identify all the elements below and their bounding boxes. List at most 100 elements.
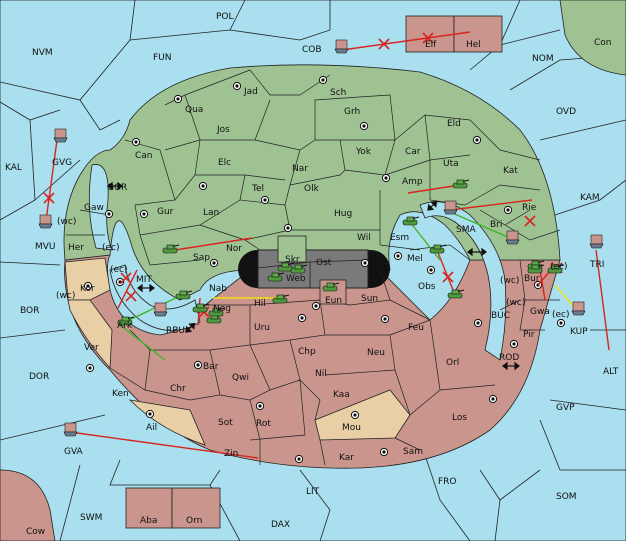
label-elf: Elf xyxy=(425,40,437,50)
tank-icon[interactable] xyxy=(267,272,285,282)
label-nog: Nog xyxy=(213,304,231,314)
tank-icon[interactable] xyxy=(322,282,340,292)
province-elf[interactable] xyxy=(405,15,455,53)
label-nor: Nor xyxy=(226,244,242,254)
ship-icon[interactable] xyxy=(334,39,349,54)
tank-icon[interactable] xyxy=(290,264,308,274)
sea-sma[interactable] xyxy=(419,201,507,361)
label-kor: Kor xyxy=(80,284,95,294)
province-ver[interactable] xyxy=(67,299,113,369)
tank-icon[interactable] xyxy=(208,307,226,317)
label-kaa: Kaa xyxy=(333,390,350,400)
tank-icon[interactable] xyxy=(117,316,135,326)
tank-icon[interactable] xyxy=(452,179,470,189)
x-mark-icon xyxy=(43,192,55,204)
label-kar: Kar xyxy=(339,453,354,463)
label-som: SOM xyxy=(556,492,577,502)
label-sch: Sch xyxy=(330,88,346,98)
order-move-sma-rie xyxy=(449,199,533,211)
order-move-gvg-mvu xyxy=(44,139,58,229)
tank-icon[interactable] xyxy=(175,290,193,300)
label-jos: Jos xyxy=(216,125,230,135)
label-web: Web xyxy=(286,274,306,284)
label-tri: TRI xyxy=(589,260,604,270)
label-kat: Kat xyxy=(503,166,518,176)
label-jad: Jad xyxy=(243,87,258,97)
label-fun: FUN xyxy=(153,53,172,63)
label-gwa: Gwa xyxy=(530,307,550,317)
order-move-gva-zin xyxy=(69,431,259,459)
province-cow[interactable] xyxy=(0,469,56,541)
tank-icon[interactable] xyxy=(447,289,465,299)
ship-icon[interactable] xyxy=(53,128,68,143)
label-pir: Pir xyxy=(523,330,535,340)
tank-icon[interactable] xyxy=(162,244,180,254)
label-nab: Nab xyxy=(209,284,227,294)
supply-center-icon xyxy=(380,314,390,324)
label-kup: KUP xyxy=(570,327,588,337)
supply-center-icon xyxy=(472,135,482,145)
label-buc: BUC xyxy=(491,311,510,321)
label-ver: Ver xyxy=(84,343,99,353)
label-rod: ROD xyxy=(499,353,519,363)
sea-gor[interactable] xyxy=(88,164,113,251)
ship-icon[interactable] xyxy=(153,302,168,317)
supply-center-icon xyxy=(503,205,513,215)
tank-icon[interactable] xyxy=(547,264,565,274)
supply-center-icon xyxy=(359,121,369,131)
tank-icon[interactable] xyxy=(402,216,420,226)
label-nar: Nar xyxy=(292,164,308,174)
ship-icon[interactable] xyxy=(505,230,520,245)
ship-icon[interactable] xyxy=(38,214,53,229)
label-bur: Bur xyxy=(524,274,540,284)
label-grh: Grh xyxy=(344,107,360,117)
label-gor: GOR xyxy=(107,183,127,193)
x-mark-icon xyxy=(120,272,132,284)
label-swm: SWM xyxy=(80,513,102,523)
order-move-amp-uta xyxy=(407,184,461,194)
province-hel[interactable] xyxy=(453,15,503,53)
tank-icon[interactable] xyxy=(429,244,447,254)
double-arrow-icon xyxy=(502,361,520,371)
province-orn[interactable] xyxy=(171,487,221,529)
ship-icon[interactable] xyxy=(571,301,586,316)
label-olk: Olk xyxy=(304,184,320,194)
label-fro: FRO xyxy=(438,477,457,487)
ship-icon[interactable] xyxy=(63,422,78,437)
tank-icon[interactable] xyxy=(527,264,545,274)
label-chr: Chr xyxy=(170,384,186,394)
label-dor: DOR xyxy=(29,372,49,382)
label-eld: Eld xyxy=(447,119,461,129)
ship-icon[interactable] xyxy=(589,234,604,249)
supply-center-icon xyxy=(173,94,183,104)
label-hel: Hel xyxy=(466,40,481,50)
label-bor: BOR xyxy=(20,306,39,316)
province-kor[interactable] xyxy=(64,257,111,301)
ship-icon[interactable] xyxy=(443,200,458,215)
label-wc2: (wc) xyxy=(500,276,519,286)
supply-center-icon xyxy=(115,277,125,287)
label-sun: Sun xyxy=(361,294,378,304)
label-nil: Nil xyxy=(315,369,327,379)
double-arrow-icon xyxy=(185,322,196,333)
double-arrow-icon xyxy=(467,247,487,257)
province-mou[interactable] xyxy=(314,389,411,441)
label-esm: Esm xyxy=(390,233,409,243)
label-ken: Ken xyxy=(112,389,129,399)
tank-icon[interactable] xyxy=(192,303,210,313)
tank-icon[interactable] xyxy=(272,294,290,304)
supply-center-icon xyxy=(379,447,389,457)
supply-center-icon xyxy=(318,75,328,85)
label-sot: Sot xyxy=(218,418,233,428)
label-tel: Tel xyxy=(251,184,264,194)
order-support-green-4 xyxy=(449,211,511,239)
label-qwi: Qwi xyxy=(232,373,249,383)
province-borders xyxy=(66,69,561,466)
label-aba: Aba xyxy=(140,516,157,526)
order-support-green-3 xyxy=(409,221,441,261)
label-ark: Ark xyxy=(117,321,133,331)
order-move-mel-obs xyxy=(436,249,456,296)
